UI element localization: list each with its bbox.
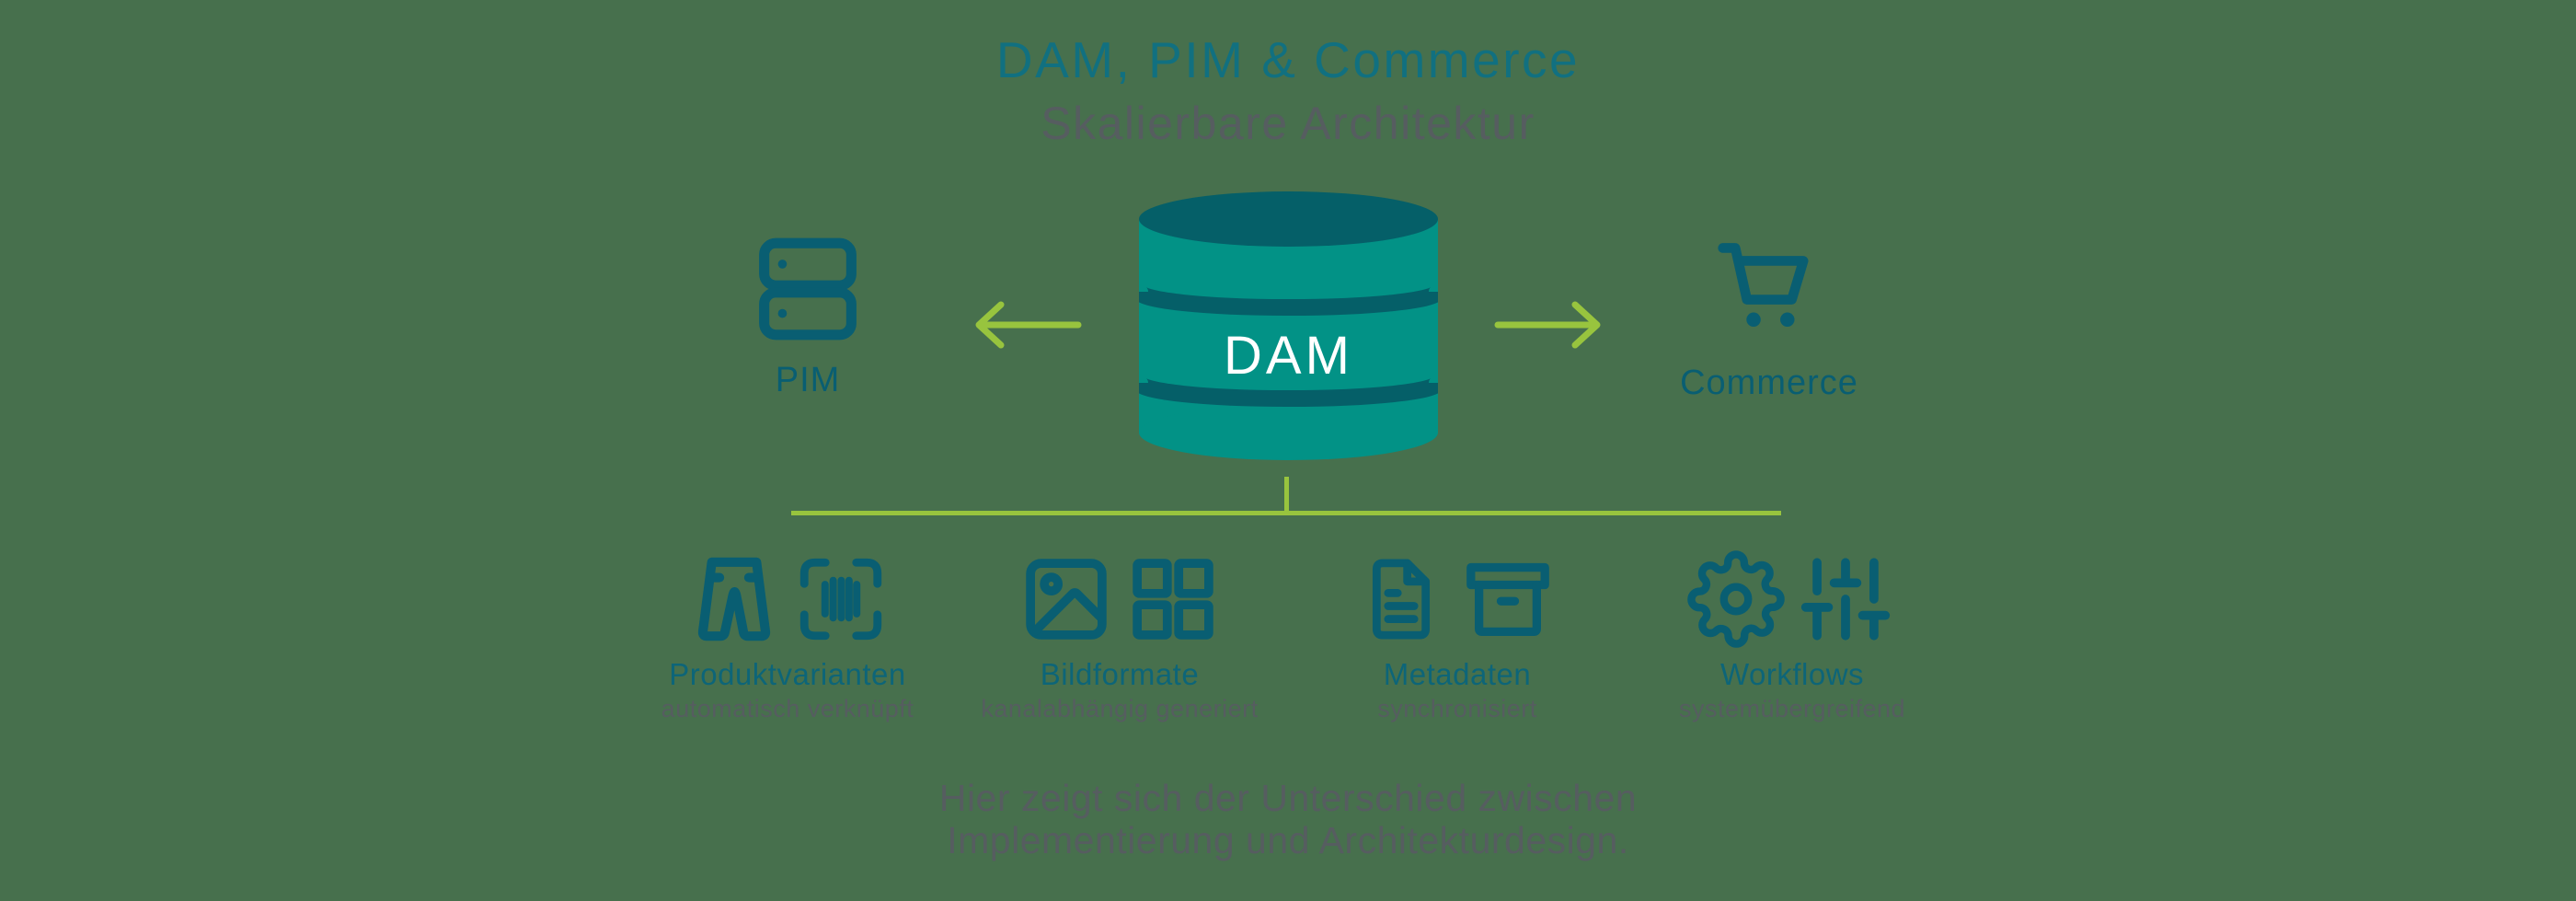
database-cylinder-icon: DAM <box>1132 191 1445 460</box>
server-icon <box>754 236 861 342</box>
shopping-cart-icon <box>1715 234 1822 341</box>
feature-icon-row <box>1687 550 1897 648</box>
feature-sublabel: synchronisiert <box>1377 695 1537 722</box>
archive-box-icon <box>1456 550 1559 648</box>
feature-label: Bildformate <box>1040 657 1200 691</box>
connector-vertical-line <box>1284 477 1289 513</box>
feature-sublabel: automatisch verknüpft <box>661 695 914 722</box>
footer-text: Hier zeigt sich der Unterschied zwischen… <box>0 777 2576 861</box>
sliders-icon <box>1794 550 1897 648</box>
feature-workflows: Workflows systemübergreifend <box>1631 550 1953 722</box>
feature-sublabel: systemübergreifend <box>1678 695 1906 722</box>
image-icon <box>1018 550 1115 648</box>
feature-icon-row <box>685 550 890 648</box>
feature-icon-row <box>1355 550 1559 648</box>
feature-icon-row <box>1018 550 1222 648</box>
arrow-left-icon <box>964 297 1084 352</box>
pim-label: PIM <box>775 361 841 399</box>
connector-horizontal-line <box>791 511 1781 515</box>
gear-icon <box>1687 550 1785 648</box>
feature-label: Metadaten <box>1383 657 1532 691</box>
feature-label: Workflows <box>1719 657 1865 691</box>
feature-label: Produktvarianten <box>669 657 906 691</box>
page-title: DAM, PIM & Commerce <box>995 31 1581 88</box>
feature-bildformate: Bildformate kanalabhängig generiert <box>959 550 1281 722</box>
document-icon <box>1355 550 1447 648</box>
pants-icon <box>685 550 783 648</box>
page-subtitle: Skalierbare Architektur <box>1041 98 1535 149</box>
dam-label: DAM <box>1224 326 1353 386</box>
commerce-label: Commerce <box>1680 364 1858 402</box>
arrow-right-icon <box>1492 297 1612 352</box>
footer-line-2: Implementierung und Architekturdesign. <box>947 819 1629 861</box>
feature-metadaten: Metadaten synchronisiert <box>1296 550 1618 722</box>
feature-sublabel: kanalabhängig generiert <box>981 695 1259 722</box>
footer-line-1: Hier zeigt sich der Unterschied zwischen <box>938 777 1638 819</box>
feature-produktvarianten: Produktvarianten automatisch verknüpft <box>627 550 949 722</box>
grid-icon <box>1124 550 1222 648</box>
barcode-scan-icon <box>792 550 890 648</box>
